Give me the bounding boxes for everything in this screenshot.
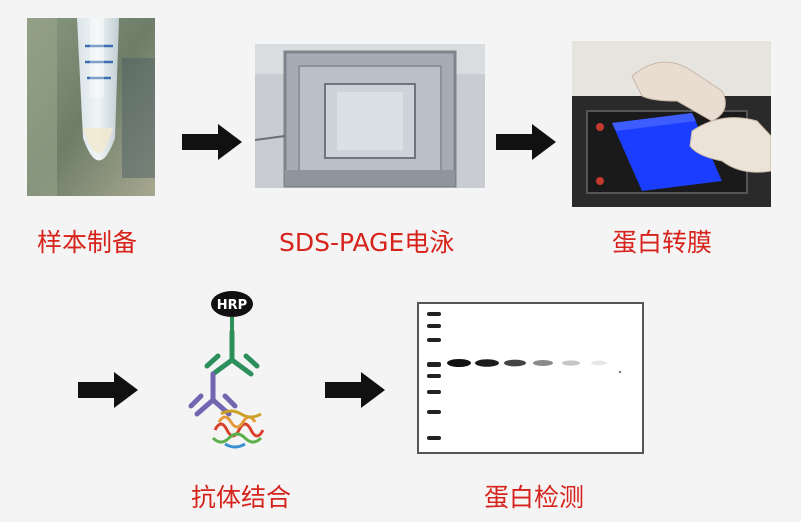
arrow-right-icon [496, 124, 556, 160]
membrane-transfer-photo [572, 41, 771, 207]
step-label-membrane-transfer: 蛋白转膜 [612, 228, 713, 257]
hrp-tag-text: HRP [217, 298, 247, 313]
step-label-sds-page: SDS-PAGE电泳 [279, 228, 455, 257]
step-label-protein-detection: 蛋白检测 [484, 483, 585, 512]
antibody-binding-illustration: HRP [185, 290, 285, 458]
arrow-right-icon [182, 124, 242, 160]
electrophoresis-tank-photo [255, 44, 485, 188]
arrow-right-icon [78, 372, 138, 408]
step-label-antibody-binding: 抗体结合 [191, 483, 292, 512]
arrow-right-icon [325, 372, 385, 408]
step-label-sample-prep: 样本制备 [37, 228, 138, 257]
western-blot-bands [417, 302, 644, 454]
sample-tube-photo [27, 18, 155, 196]
